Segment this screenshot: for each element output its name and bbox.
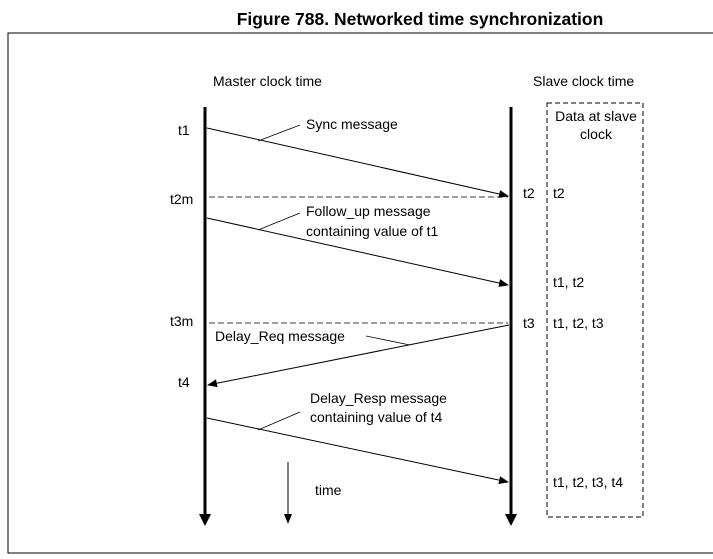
follow-up-message-arrow bbox=[206, 217, 509, 287]
slave-time-t2: t2 bbox=[523, 185, 535, 201]
slave-data-row-1: t2 bbox=[553, 185, 565, 201]
slave-time-t3: t3 bbox=[523, 315, 535, 331]
master-timeline-arrow bbox=[199, 514, 211, 526]
time-axis-arrowhead bbox=[284, 514, 292, 524]
slave-data-box-title-line1: Data at slave bbox=[555, 108, 637, 124]
sync-message-leader bbox=[257, 124, 301, 142]
slave-data-row-3: t1, t2, t3 bbox=[553, 315, 604, 331]
follow-up-message-label-line1: Follow_up message bbox=[306, 203, 431, 219]
slave-timeline-arrow bbox=[505, 514, 517, 526]
master-time-t4: t4 bbox=[178, 374, 190, 390]
slave-data-row-2: t1, t2 bbox=[553, 274, 584, 290]
delay-req-message-arrow bbox=[207, 324, 510, 388]
delay-resp-message-label-line1: Delay_Resp message bbox=[310, 390, 447, 406]
slave-data-box bbox=[546, 102, 644, 518]
slave-clock-header: Slave clock time bbox=[533, 73, 634, 89]
master-time-t3m: t3m bbox=[170, 313, 193, 329]
sync-message-label: Sync message bbox=[306, 116, 398, 132]
figure-title: Figure 788. Networked time synchronizati… bbox=[236, 9, 604, 29]
delay-resp-message-leader bbox=[257, 411, 301, 431]
sync-message-arrow bbox=[206, 127, 509, 198]
slave-data-row-4: t1, t2, t3, t4 bbox=[553, 474, 623, 490]
master-time-t1: t1 bbox=[178, 122, 190, 138]
master-clock-header: Master clock time bbox=[213, 73, 322, 89]
delay-resp-message-arrow bbox=[206, 417, 509, 485]
delay-resp-message-label-line2: containing value of t4 bbox=[310, 409, 443, 425]
follow-up-message-leader bbox=[257, 212, 301, 231]
slave-data-box-title-line2: clock bbox=[580, 126, 613, 142]
delay-req-message-leader bbox=[365, 335, 411, 346]
figure-frame bbox=[7, 32, 713, 554]
follow-up-message-label-line2: containing value of t1 bbox=[306, 223, 439, 239]
master-time-t2m: t2m bbox=[170, 191, 193, 207]
delay-req-message-label: Delay_Req message bbox=[215, 328, 345, 344]
time-label: time bbox=[315, 482, 342, 498]
